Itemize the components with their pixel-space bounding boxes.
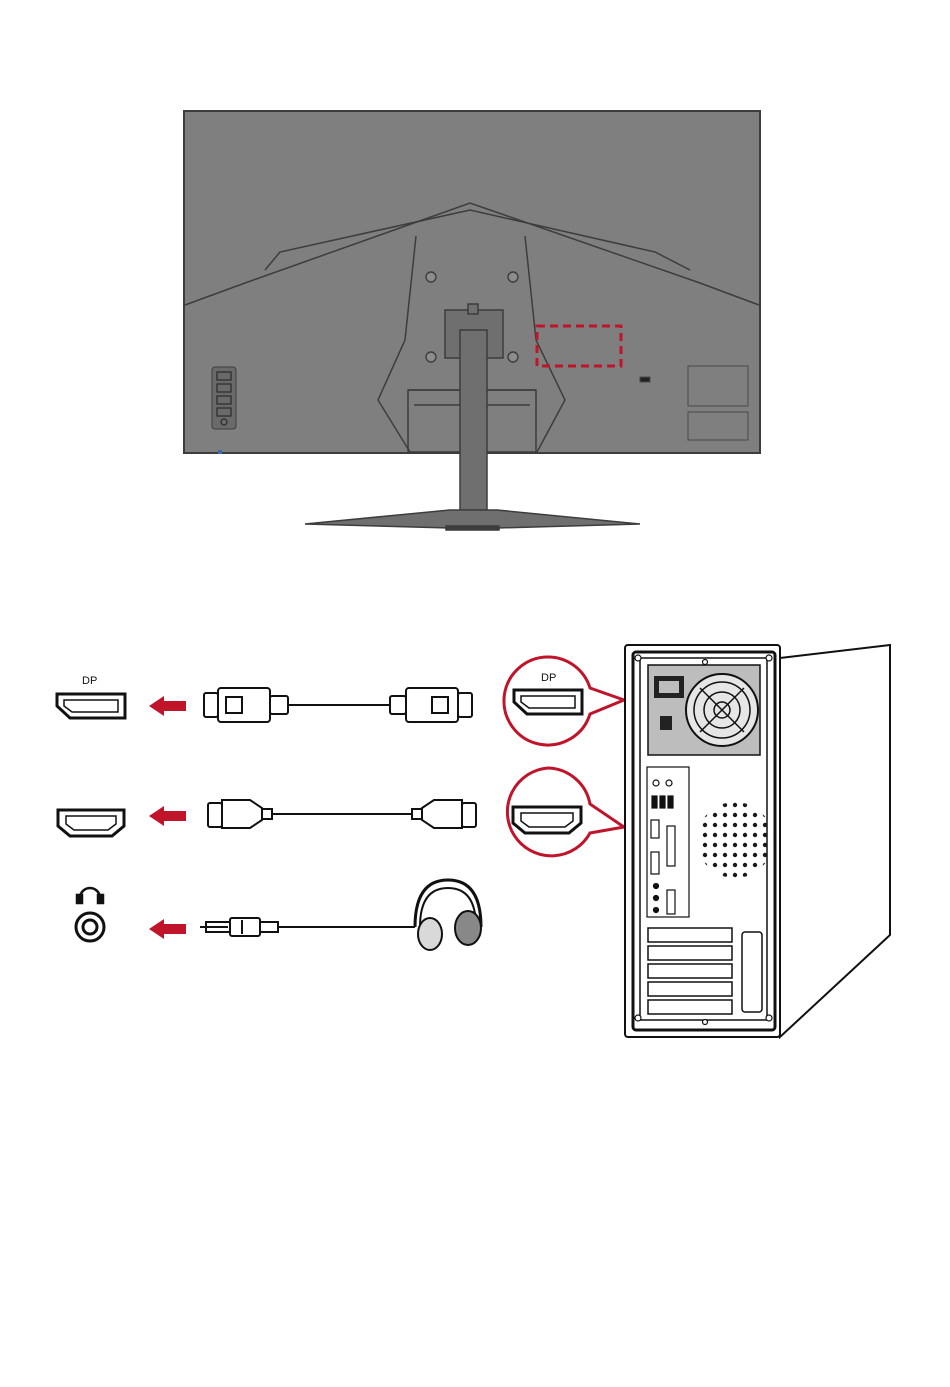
displayport-cable-icon: [204, 688, 472, 722]
displayport-port-icon: [57, 694, 125, 718]
dp-port-label: DP: [82, 675, 97, 687]
dp-connection-row: DP: [57, 675, 472, 722]
dp-callout: DP: [504, 657, 624, 745]
hdmi-connection-row: [58, 800, 476, 836]
hdmi-callout: [507, 768, 624, 856]
audio-jack-icon: [76, 913, 104, 941]
headphone-symbol-icon: [77, 888, 103, 903]
tower-side-panel: [780, 645, 890, 1037]
headphones-plug-icon: [200, 880, 481, 950]
case-vent-grille: [697, 802, 773, 878]
monitor-rear-view: [184, 111, 760, 530]
audio-connection-row: [76, 880, 481, 950]
power-supply: [648, 665, 760, 755]
dp-arrow: [149, 696, 186, 716]
hdmi-arrow: [149, 806, 186, 826]
audio-arrow: [149, 919, 186, 939]
hdmi-port-icon: [58, 810, 124, 836]
dp-callout-label: DP: [541, 672, 556, 684]
computer-tower: [625, 645, 890, 1037]
hdmi-cable-icon: [208, 800, 476, 828]
